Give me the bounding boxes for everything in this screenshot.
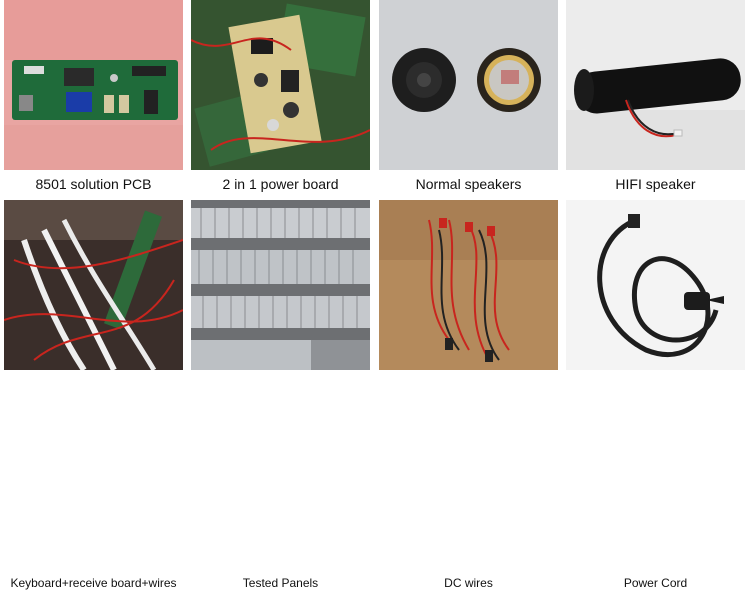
power-cord-photo bbox=[566, 200, 745, 370]
hifi-speaker-photo bbox=[566, 0, 745, 170]
caption-power-board: 2 in 1 power board bbox=[222, 176, 339, 192]
pcb-board-photo bbox=[4, 0, 183, 170]
dc-wires-photo bbox=[379, 200, 558, 370]
caption-speakers: Normal speakers bbox=[415, 176, 522, 192]
caption-pcb: 8501 solution PCB bbox=[35, 176, 152, 192]
caption-power-cord: Power Cord bbox=[623, 576, 688, 590]
product-grid: 8501 solution PCB 2 in 1 power board bbox=[4, 0, 745, 590]
keyboard-wires-photo bbox=[4, 200, 183, 370]
power-board-photo bbox=[191, 0, 370, 170]
caption-dc-wires: DC wires bbox=[444, 576, 493, 590]
caption-hifi-speaker: HIFI speaker bbox=[615, 176, 696, 192]
caption-panels: Tested Panels bbox=[242, 576, 319, 590]
panels-photo bbox=[191, 200, 370, 370]
speakers-photo bbox=[379, 0, 558, 170]
caption-keyboard-wires: Keyboard+receive board+wires bbox=[10, 576, 177, 590]
